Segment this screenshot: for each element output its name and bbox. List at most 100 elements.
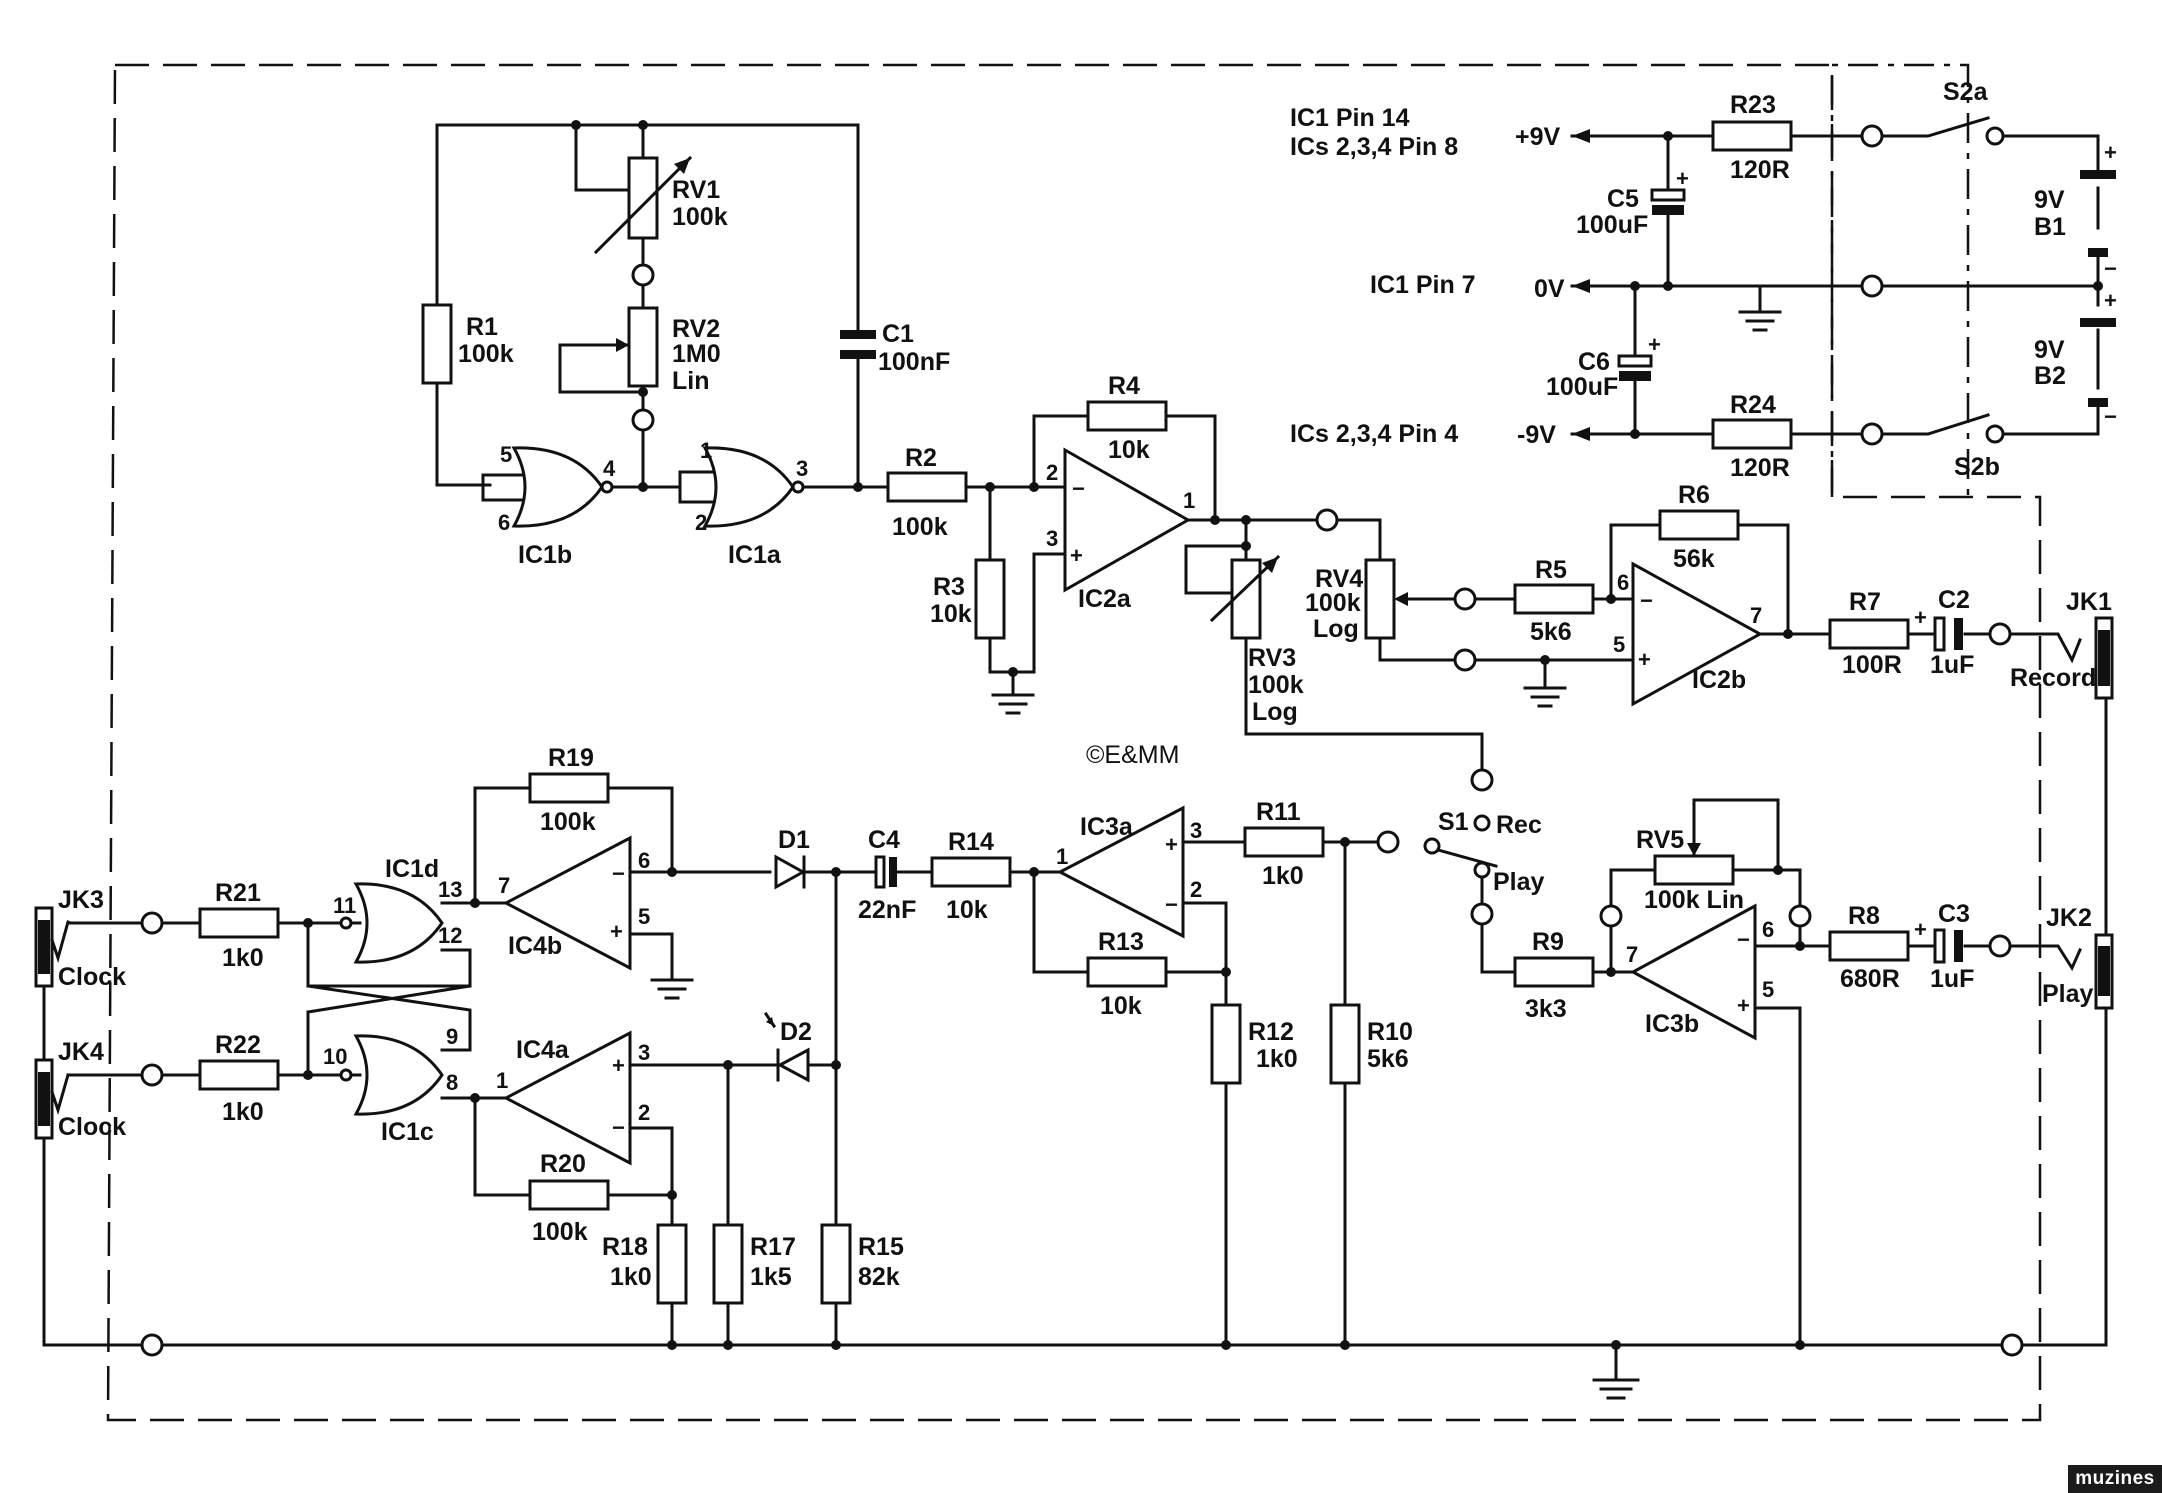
svg-text:5: 5 <box>500 442 512 467</box>
ic1b-nor-gate <box>511 446 604 528</box>
b1-label: B1 <box>2034 213 2066 241</box>
ic1a-label: IC1a <box>728 541 782 569</box>
svg-text:8: 8 <box>446 1070 458 1095</box>
ic2a-label: IC2a <box>1078 585 1132 613</box>
svg-text:1: 1 <box>496 1068 508 1093</box>
c3-value: 1uF <box>1930 965 1974 993</box>
svg-text:6: 6 <box>1762 917 1774 942</box>
svg-text:1: 1 <box>1056 844 1068 869</box>
battery-compartment-outline <box>1830 63 1970 497</box>
r5-resistor <box>1513 583 1595 615</box>
r19-label: R19 <box>548 744 594 772</box>
r4-value: 10k <box>1108 436 1150 464</box>
svg-text:3: 3 <box>638 1040 650 1065</box>
r10-label: R10 <box>1367 1018 1413 1046</box>
c4-value: 22nF <box>858 896 916 924</box>
d2-label: D2 <box>780 1018 812 1046</box>
s1-switch: S1 Rec Play <box>1423 768 1545 974</box>
c2-label: C2 <box>1938 586 1970 614</box>
power-supply-section: IC1 Pin 14 ICs 2,3,4 Pin 8 IC1 Pin 7 ICs… <box>1290 78 2117 482</box>
rv2-potentiometer <box>627 306 659 388</box>
r18-value: 1k0 <box>610 1263 652 1291</box>
c5-value: 100uF <box>1576 211 1648 239</box>
r21-resistor <box>198 907 280 939</box>
r19-resistor <box>528 772 610 804</box>
s1-label: S1 <box>1438 808 1469 836</box>
b2-battery <box>2080 318 2116 327</box>
svg-text:11: 11 <box>333 893 356 918</box>
svg-text:3: 3 <box>1190 818 1202 843</box>
r2-value: 100k <box>892 513 948 541</box>
ic2a-opamp <box>1063 447 1192 593</box>
ic1d-label: IC1d <box>385 855 439 883</box>
svg-text:7: 7 <box>1750 603 1762 628</box>
ic4a-opamp <box>502 1030 632 1166</box>
ic3b-play-section: R9 3k3 RV5 100k Lin − + 7 6 5 IC3b R8 68… <box>1513 798 2114 1347</box>
enclosure-outline <box>106 63 2042 1422</box>
r6-value: 56k <box>1673 545 1715 573</box>
c6-capacitor <box>1617 354 1653 368</box>
rv2-taper: Lin <box>672 367 710 395</box>
r1-label: R1 <box>466 313 498 341</box>
c5-label: C5 <box>1607 185 1639 213</box>
rv3-potentiometer <box>1230 558 1262 640</box>
d2-diode <box>776 1047 810 1083</box>
rv3-value: 100k <box>1248 671 1304 699</box>
svg-text:+: + <box>2104 140 2117 165</box>
copyright-mark: ©E&MM <box>1086 741 1179 769</box>
ic2b-opamp <box>1631 561 1764 707</box>
svg-text:+: + <box>612 1053 625 1078</box>
b2-voltage: 9V <box>2034 336 2065 364</box>
jk4-function: Clock <box>58 1113 126 1141</box>
rv4-potentiometer <box>1364 558 1396 640</box>
svg-text:2: 2 <box>695 510 707 535</box>
muzines-watermark: muzines <box>2068 1465 2162 1493</box>
rv3-taper: Log <box>1252 698 1298 726</box>
rv4-label: RV4 <box>1315 565 1363 593</box>
r8-value: 680R <box>1840 965 1900 993</box>
svg-text:−: − <box>2104 256 2117 281</box>
c5-capacitor <box>1650 188 1686 202</box>
svg-text:3: 3 <box>796 456 808 481</box>
r17-resistor <box>712 1223 744 1305</box>
r15-resistor <box>820 1223 852 1305</box>
r12-label: R12 <box>1248 1018 1294 1046</box>
r17-label: R17 <box>750 1233 796 1261</box>
s1-rec-label: Rec <box>1496 811 1542 839</box>
r17-value: 1k5 <box>750 1263 792 1291</box>
c3-capacitor <box>1933 928 1946 964</box>
r23-value: 120R <box>1730 156 1790 184</box>
ic1c-label: IC1c <box>381 1118 434 1146</box>
ic3a-opamp <box>1056 805 1185 939</box>
b1-voltage: 9V <box>2034 186 2065 214</box>
oscillator-section: R1 100k RV1 100k RV2 1M0 Lin C1 100nF 5 <box>421 120 950 569</box>
r15-value: 82k <box>858 1263 900 1291</box>
svg-text:+: + <box>1638 647 1651 672</box>
power-pin-ics-8: ICs 2,3,4 Pin 8 <box>1290 133 1458 161</box>
svg-text:7: 7 <box>498 873 510 898</box>
ic2b-label: IC2b <box>1692 666 1746 694</box>
r18-resistor <box>656 1223 688 1305</box>
rv5-value: 100k Lin <box>1644 886 1744 914</box>
svg-text:12: 12 <box>438 923 462 948</box>
ic2b-record-section: RV4 100k Log R5 5k6 R6 56k − + 6 5 7 IC2… <box>1305 481 2114 1347</box>
ic3b-label: IC3b <box>1645 1010 1699 1038</box>
r20-resistor <box>528 1179 610 1211</box>
svg-text:+: + <box>1737 993 1750 1018</box>
d1-label: D1 <box>778 826 810 854</box>
s2b-label: S2b <box>1954 453 2000 481</box>
r10-value: 5k6 <box>1367 1045 1409 1073</box>
r21-value: 1k0 <box>222 944 264 972</box>
r3-value: 10k <box>930 600 972 628</box>
svg-text:5: 5 <box>1762 977 1774 1002</box>
c2-capacitor <box>1933 616 1946 652</box>
r22-value: 1k0 <box>222 1098 264 1126</box>
r4-resistor <box>1086 400 1168 432</box>
r11-value: 1k0 <box>1262 862 1304 890</box>
svg-text:2: 2 <box>638 1100 650 1125</box>
r24-value: 120R <box>1730 454 1790 482</box>
ground-bus <box>140 1333 2024 1400</box>
rv5-potentiometer <box>1653 854 1735 886</box>
c6-value: 100uF <box>1546 373 1618 401</box>
